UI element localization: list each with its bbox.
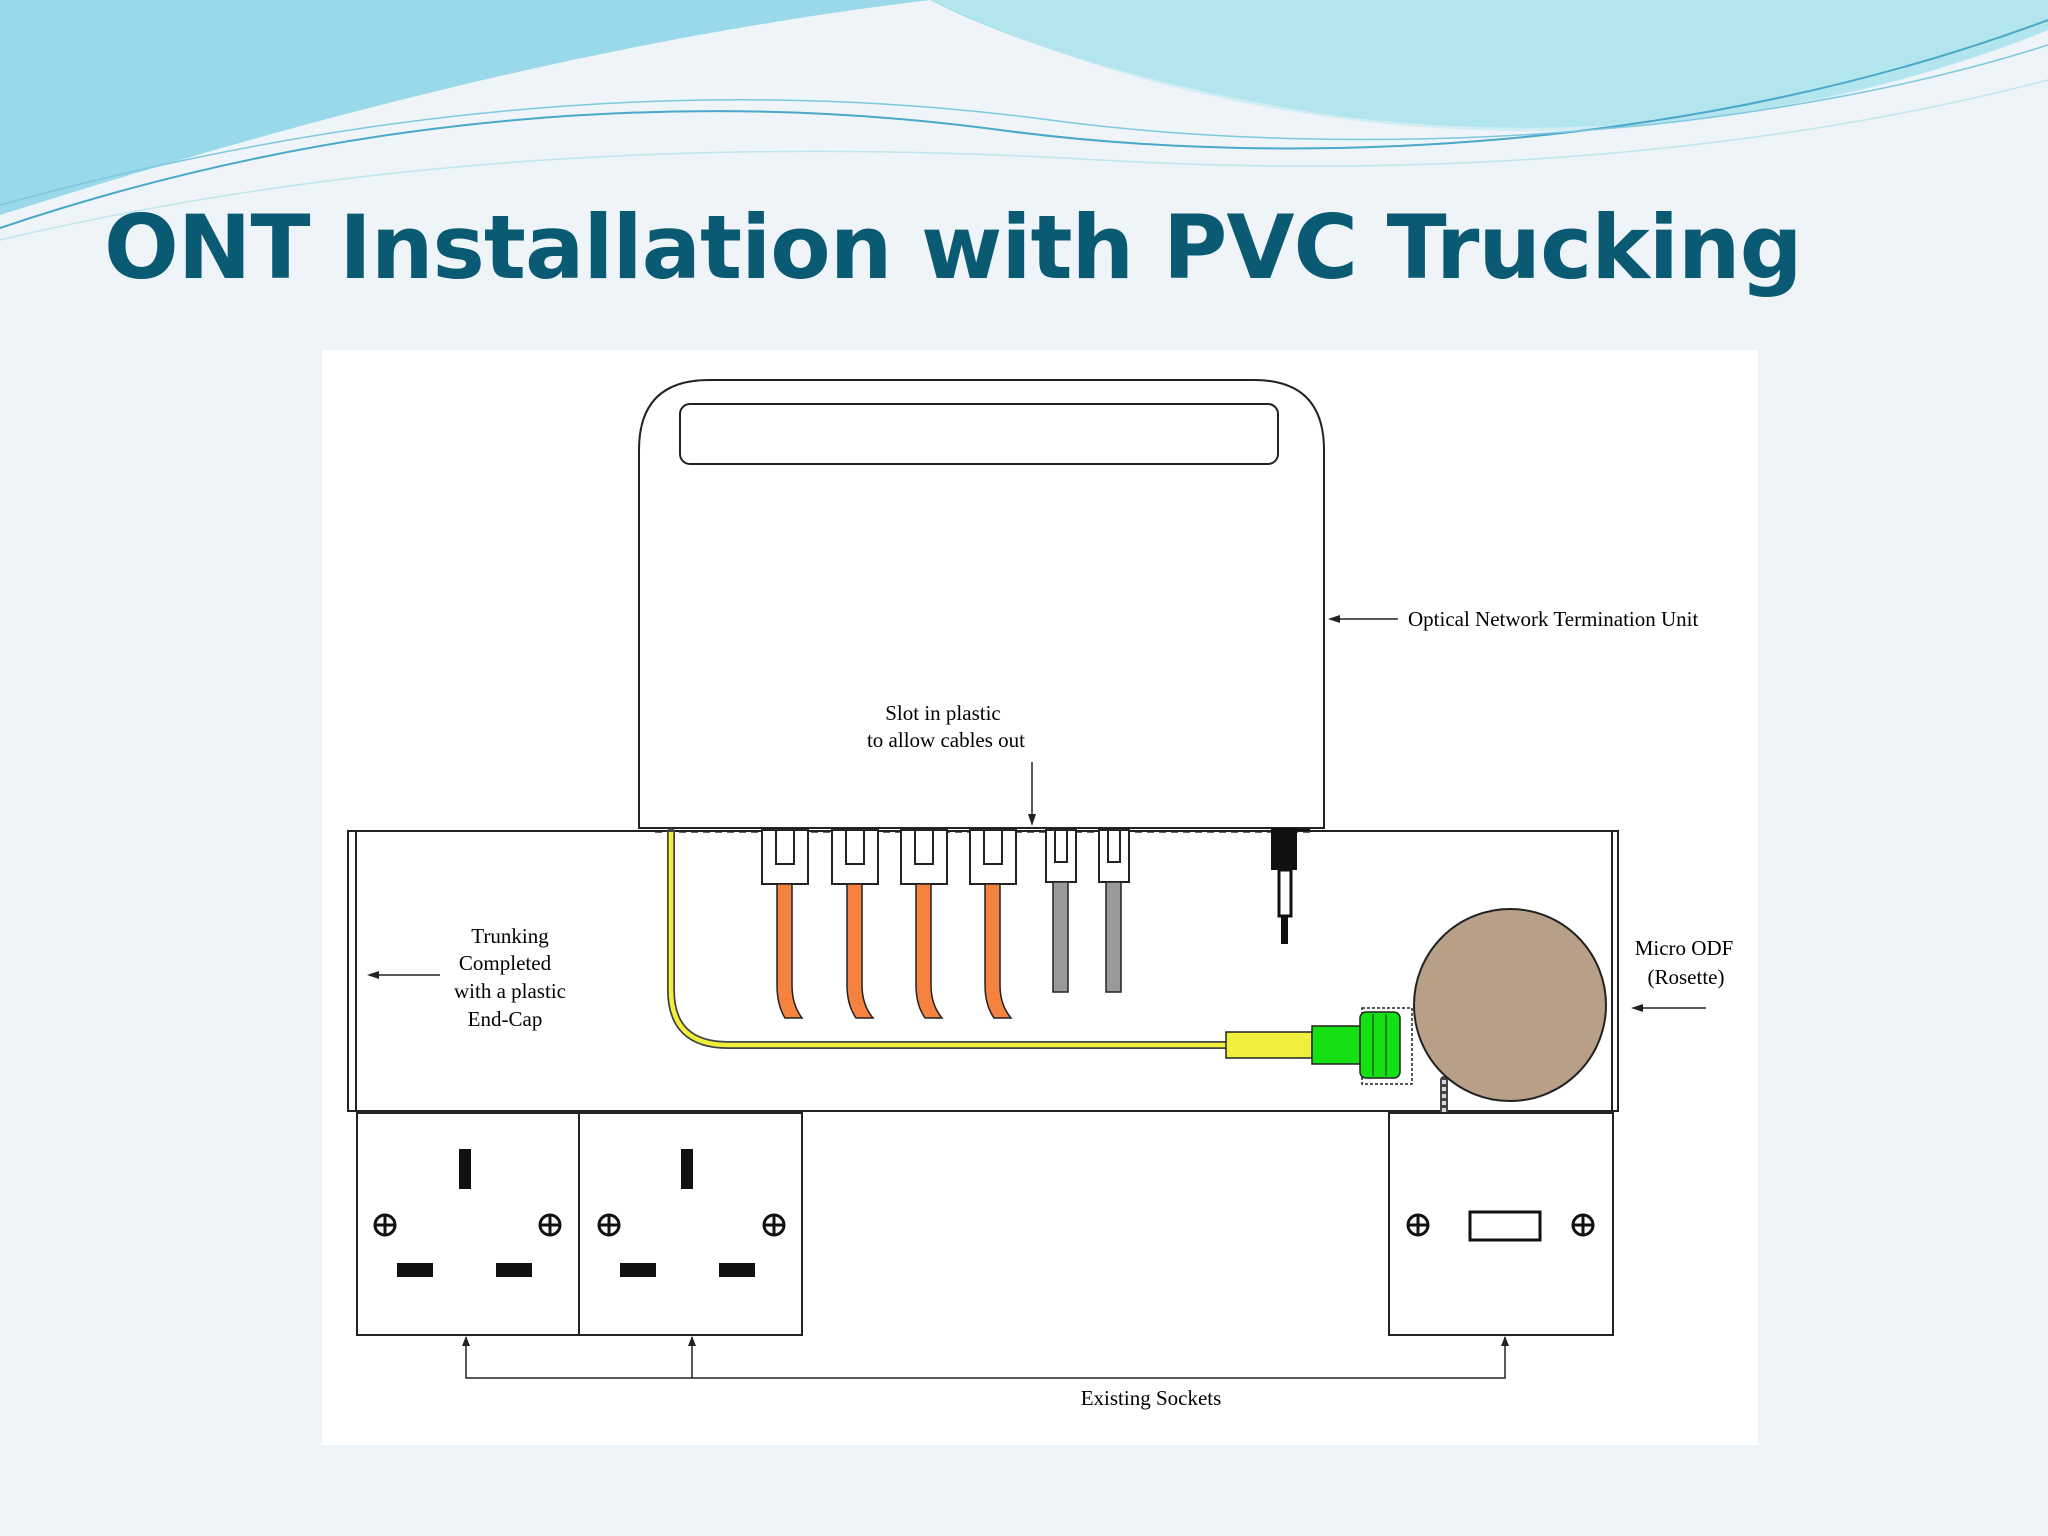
trunking-label-line-4: End-Cap	[468, 1007, 543, 1031]
fibre-connector-boot	[1225, 1031, 1313, 1059]
arrow-head-icon	[367, 971, 379, 979]
arrow-head-icon	[688, 1336, 696, 1346]
ont-display-panel	[679, 403, 1279, 465]
phone-cable	[1052, 881, 1069, 993]
screw-icon	[1406, 1213, 1430, 1237]
existing-sockets-label: Existing Sockets	[1081, 1386, 1222, 1410]
arrow-head-icon	[1631, 1004, 1643, 1012]
header-wave-mid	[0, 0, 930, 215]
header-swoosh-line-2	[0, 44, 2048, 206]
header-swoosh-line	[0, 19, 2048, 229]
phone-port	[1098, 829, 1130, 883]
screw-icon	[373, 1213, 397, 1237]
slot-label-line-1: Slot in plastic	[885, 701, 1001, 725]
power-plug	[1271, 828, 1310, 944]
fibre-patch-cable-core	[668, 832, 1228, 1048]
screw-icon	[1571, 1213, 1595, 1237]
ethernet-cable	[776, 883, 804, 1019]
header-swoosh-line-3	[0, 79, 2048, 241]
micro-odf-rosette	[1413, 908, 1607, 1102]
slide-title: ONT Installation with PVC Trucking	[104, 196, 1803, 299]
trunking-label-line-1: Trunking	[471, 924, 549, 948]
fibre-sc-connector	[1311, 1011, 1401, 1079]
ethernet-port	[969, 829, 1017, 885]
arrow-head-icon	[1501, 1336, 1509, 1346]
ethernet-cable	[915, 883, 944, 1019]
phone-cable	[1105, 881, 1122, 993]
ont-label: Optical Network Termination Unit	[1408, 607, 1698, 631]
arrow-head-icon	[1028, 814, 1036, 826]
odf-label-line-2: (Rosette)	[1648, 965, 1725, 989]
phone-port	[1045, 829, 1077, 883]
ethernet-cable	[846, 883, 875, 1019]
arrow-head-icon	[1328, 615, 1340, 623]
trunking-label-line-2: Completed	[459, 951, 552, 975]
screw-icon	[538, 1213, 562, 1237]
ethernet-cable	[984, 883, 1013, 1019]
slot-label-line-2: to allow cables out	[867, 728, 1025, 752]
screw-icon	[762, 1213, 786, 1237]
ont-unit	[638, 379, 1325, 829]
trunking-label-line-3: with a plastic	[454, 979, 566, 1003]
screw-icon	[597, 1213, 621, 1237]
ethernet-port	[761, 829, 809, 885]
ethernet-port	[900, 829, 948, 885]
ethernet-port	[831, 829, 879, 885]
header-wave-light	[930, 0, 2048, 132]
double-power-socket	[356, 1112, 803, 1336]
odf-label-line-1: Micro ODF	[1635, 936, 1734, 960]
arrow-head-icon	[462, 1336, 470, 1346]
